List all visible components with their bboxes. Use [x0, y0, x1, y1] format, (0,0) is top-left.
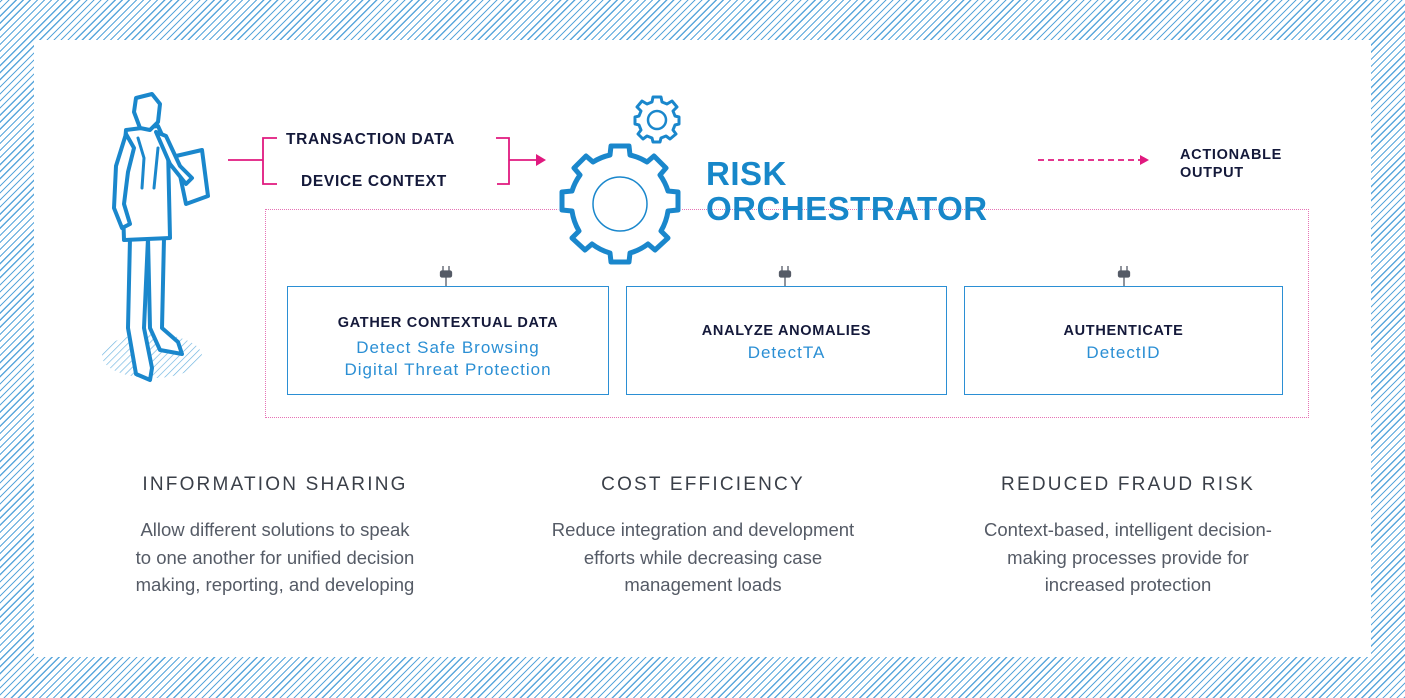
benefit-line: efforts while decreasing case — [583, 546, 823, 568]
module-product: DetectTA — [747, 343, 826, 362]
gear-large-icon — [558, 142, 682, 266]
actionable-output-line2: OUTPUT — [1180, 165, 1244, 181]
risk-orchestrator-line2: ORCHESTRATOR — [706, 190, 988, 227]
module-card-authenticate: AUTHENTICATE DetectID — [964, 286, 1283, 395]
plug-icon — [439, 266, 1131, 286]
module-title: GATHER CONTEXTUAL DATA — [337, 315, 559, 331]
benefit-heading: COST EFFICIENCY — [601, 474, 805, 495]
benefit-cost-efficiency: COST EFFICIENCY Reduce integration and d… — [513, 474, 893, 599]
actionable-output-label: ACTIONABLE OUTPUT — [1180, 146, 1282, 182]
benefit-heading: REDUCED FRAUD RISK — [1001, 474, 1255, 495]
benefit-line: management loads — [624, 574, 782, 595]
benefit-description: Allow different solutions to speak to on… — [85, 516, 465, 599]
module-title: AUTHENTICATE — [1063, 323, 1184, 339]
benefit-line: Reduce integration and development — [551, 519, 855, 540]
actionable-output-line1: ACTIONABLE — [1180, 147, 1283, 163]
orchestrator-scope-box — [265, 209, 1309, 418]
module-card-analyze-anomalies: ANALYZE ANOMALIES DetectTA — [626, 286, 947, 395]
module-product: Detect Safe Browsing — [356, 338, 540, 357]
benefit-line: to one another for unified decision — [135, 546, 415, 568]
benefit-line: Context-based, intelligent decision- — [984, 519, 1272, 540]
module-product: Digital Threat Protection — [344, 360, 552, 379]
benefit-line: Allow different solutions to speak — [140, 519, 410, 540]
benefit-description: Context-based, intelligent decision- mak… — [938, 516, 1318, 599]
benefit-line: making, reporting, and developing — [135, 574, 415, 595]
device-context-label: DEVICE CONTEXT — [301, 173, 447, 190]
benefit-description: Reduce integration and development effor… — [513, 516, 893, 599]
risk-orchestrator-line1: RISK — [706, 155, 787, 192]
risk-orchestrator-title: RISK ORCHESTRATOR — [706, 156, 988, 226]
benefit-heading: INFORMATION SHARING — [142, 474, 408, 495]
module-product: DetectID — [1086, 343, 1161, 362]
person-with-tablet-icon — [102, 92, 210, 382]
benefit-line: increased protection — [1044, 574, 1212, 595]
transaction-data-label: TRANSACTION DATA — [286, 131, 456, 148]
benefit-information-sharing: INFORMATION SHARING Allow different solu… — [85, 474, 465, 599]
module-title: ANALYZE ANOMALIES — [701, 323, 872, 339]
module-card-gather-contextual-data: GATHER CONTEXTUAL DATA Detect Safe Brows… — [287, 286, 609, 395]
benefit-reduced-fraud-risk: REDUCED FRAUD RISK Context-based, intell… — [938, 474, 1318, 599]
gear-small-icon — [633, 95, 681, 144]
benefit-line: making processes provide for — [1007, 546, 1249, 568]
